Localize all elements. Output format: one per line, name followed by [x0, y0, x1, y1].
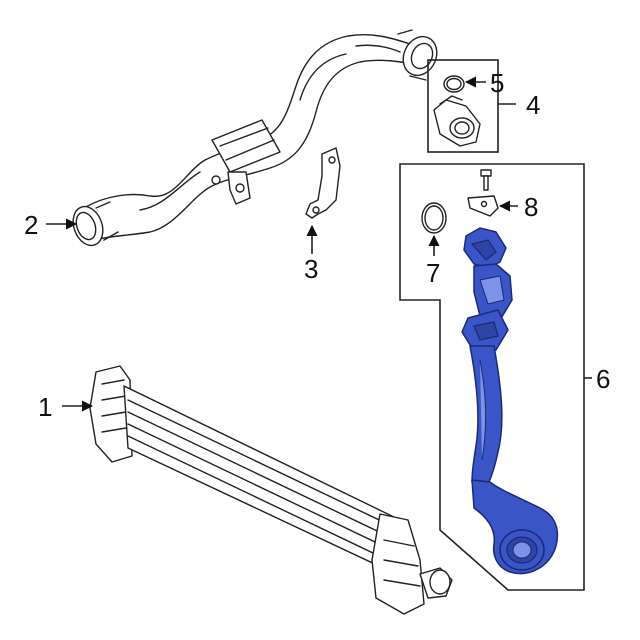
callout-7: 7	[426, 258, 440, 288]
o-ring-5[interactable]	[443, 75, 465, 93]
intercooler[interactable]	[89, 365, 453, 615]
callout-5: 5	[490, 68, 504, 98]
upper-charge-air-hose[interactable]	[68, 29, 443, 250]
bolt-8[interactable]	[480, 169, 492, 191]
clip-8[interactable]	[467, 195, 499, 217]
callout-6: 6	[596, 364, 610, 394]
bracket[interactable]	[305, 147, 341, 219]
o-ring-7[interactable]	[421, 202, 447, 234]
callout-4: 4	[526, 90, 540, 120]
callout-2: 2	[24, 210, 38, 240]
callout-box-4	[427, 59, 499, 153]
callout-8: 8	[524, 192, 538, 222]
intercooler-pipe-6[interactable]	[461, 227, 559, 575]
callout-3: 3	[304, 254, 318, 284]
connector-4[interactable]	[433, 95, 481, 147]
callout-1: 1	[38, 392, 52, 422]
callout-outline-6	[399, 163, 585, 591]
